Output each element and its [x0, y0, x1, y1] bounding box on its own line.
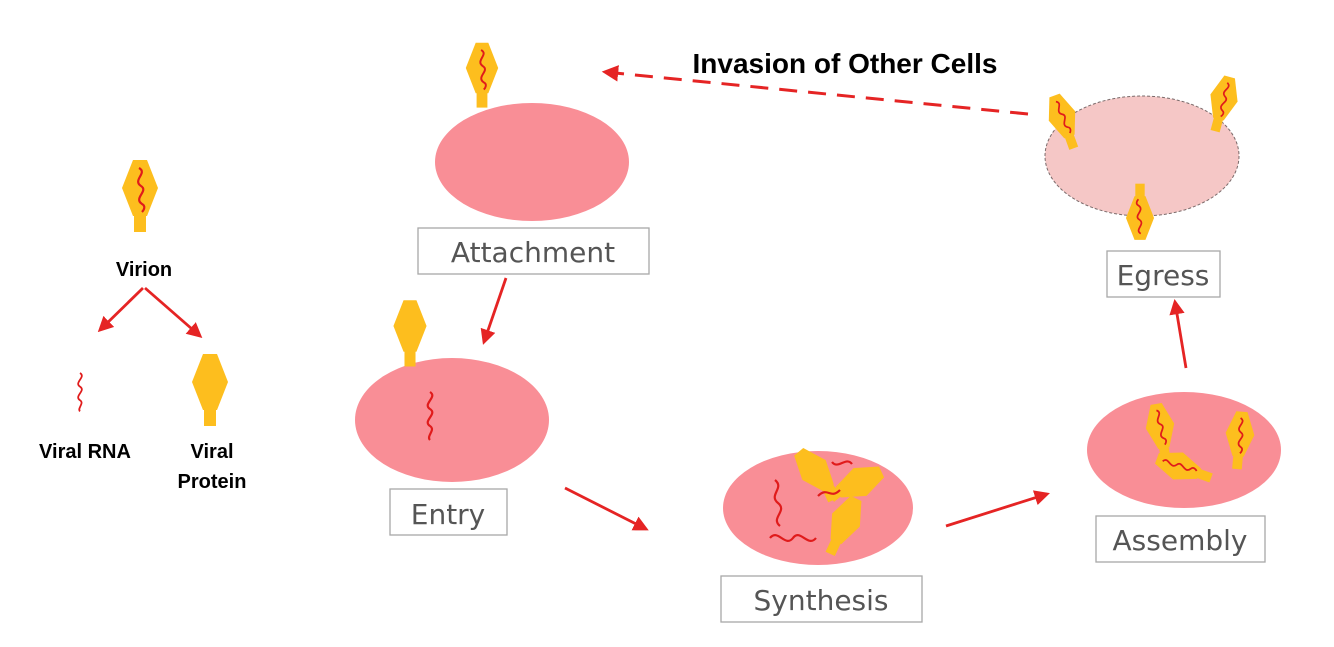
arrow-assembly-to-egress	[1169, 298, 1188, 369]
viral-rna-icon	[77, 372, 83, 413]
attachment-cell	[435, 103, 629, 221]
virion-label: Virion	[116, 259, 172, 281]
assembly-stage: Assembly	[1087, 392, 1281, 563]
entry-stage: Entry	[355, 300, 549, 536]
attachment-stage: Attachment	[417, 41, 650, 275]
assembly-label: Assembly	[1113, 524, 1248, 557]
synthesis-rna-4	[831, 460, 853, 466]
entry-cell	[355, 358, 549, 482]
arrow-synthesis-to-assembly	[945, 490, 1050, 528]
egress-stage: Egress	[1040, 72, 1245, 298]
assembly-cell	[1087, 392, 1281, 508]
viral-protein-icon	[192, 354, 228, 426]
assembly-label-box	[1095, 515, 1266, 563]
egress-label-box	[1106, 250, 1221, 298]
attachment-virion-icon	[464, 41, 500, 109]
entry-protein-icon	[393, 300, 427, 367]
entry-label-box	[389, 488, 508, 536]
attachment-label: Attachment	[451, 236, 615, 269]
synthesis-label: Synthesis	[754, 584, 889, 617]
invasion-dashed-arrow	[601, 65, 1029, 116]
attachment-label-box	[417, 227, 650, 275]
synthesis-rna-2	[769, 534, 817, 542]
viral-protein-label-line2: Protein	[178, 471, 247, 493]
arrow-to-protein	[144, 286, 203, 339]
synthesis-stage: Synthesis	[720, 441, 923, 623]
synthesis-label-box	[720, 575, 923, 623]
synthesis-rna-3	[817, 489, 841, 497]
egress-label: Egress	[1117, 259, 1210, 292]
entry-label: Entry	[411, 498, 486, 531]
arrow-to-rna	[97, 286, 144, 333]
synthesis-rna-1	[773, 479, 783, 527]
egress-cell	[1044, 95, 1240, 217]
virion-icon	[120, 158, 160, 234]
viral-rna-label: Viral RNA	[39, 441, 131, 463]
arrow-entry-to-synthesis	[564, 486, 649, 531]
legend: Virion Viral RNA Viral Protein	[39, 158, 247, 493]
viral-protein-label-line1: Viral	[191, 441, 234, 463]
arrow-attachment-to-entry	[480, 277, 508, 345]
invasion-title: Invasion of Other Cells	[693, 48, 998, 79]
